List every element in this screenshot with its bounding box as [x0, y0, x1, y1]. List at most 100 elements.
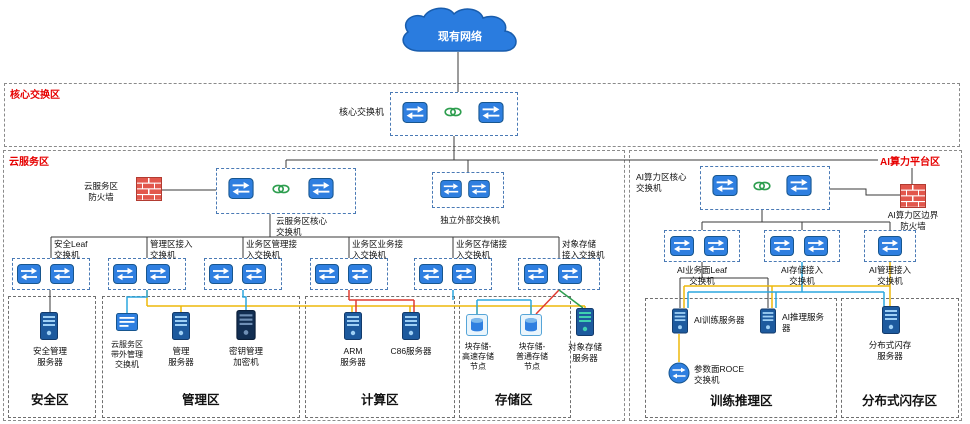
ai-core-switch-group	[700, 166, 830, 210]
compute-zone-name: 计算区	[361, 393, 399, 407]
core-zone-title: 核心交换区	[8, 86, 62, 101]
training-zone-box	[645, 298, 837, 418]
storage-zone-name: 存储区	[495, 393, 533, 407]
ai-infer-server-label: AI推理服务 器	[782, 312, 825, 333]
ai-leaf2-label: AI存储接入 交换机	[780, 265, 824, 286]
cloud-icon	[402, 7, 517, 52]
leaf5-group	[414, 258, 492, 290]
ai-train-server-label: AI训练服务器	[694, 315, 745, 325]
switch-icon	[228, 178, 254, 199]
leaf4-group	[310, 258, 388, 290]
switch-icon	[308, 178, 334, 199]
oob-switch-icon	[116, 313, 138, 331]
cloud-core-switch-label: 云服务区核心 交换机	[276, 216, 328, 237]
security-server-label: 安全管理 服务器	[32, 346, 67, 367]
ai-leaf2-group	[764, 230, 840, 262]
business-links	[348, 289, 560, 315]
training-zone-name: 训练推理区	[710, 394, 773, 408]
external-switch-label: 独立外部交换机	[440, 215, 500, 225]
key-encryptor-icon	[236, 310, 256, 340]
leaf5-label: 业务区存储接 入交换机	[456, 239, 508, 260]
switch-icon	[770, 236, 794, 256]
switch-icon	[704, 236, 728, 256]
roce-switch-icon	[668, 362, 690, 384]
leaf3-label: 业务区管理接 入交换机	[246, 239, 298, 260]
object-storage-server-icon	[576, 308, 594, 336]
object-storage-server-label: 对象存储 服务器	[567, 342, 602, 363]
leaf1-label: 安全Leaf 交换机	[54, 239, 88, 260]
flash-zone-name: 分布式闪存区	[862, 394, 938, 408]
switch-icon	[315, 264, 339, 284]
leaf1-group	[12, 258, 90, 290]
switch-icon	[146, 264, 170, 284]
cloud-zone-title: 云服务区	[7, 153, 51, 168]
switch-icon	[419, 264, 443, 284]
core-zone-box	[4, 83, 960, 147]
core-switch-label: 核心交换机	[338, 107, 384, 117]
link-aggregation-icon	[753, 181, 771, 191]
ai-firewall-label: AI算力区边界 防火墙	[887, 210, 939, 231]
link-aggregation-icon	[444, 107, 462, 117]
arm-server-label: ARM 服务器	[340, 346, 366, 367]
switch-icon	[440, 180, 462, 198]
switch-icon	[468, 180, 490, 198]
leaf2-group	[108, 258, 186, 290]
ai-platform-zone-box	[629, 150, 962, 421]
server-icon	[402, 312, 420, 340]
switch-icon	[209, 264, 233, 284]
normal-storage-label: 块存储- 普通存储 节点	[516, 342, 548, 371]
ai-leaf3-group	[864, 230, 916, 262]
server-icon	[40, 312, 58, 340]
flash-zone-box	[841, 298, 959, 418]
switch-icon	[878, 236, 902, 256]
switch-icon	[348, 264, 372, 284]
compute-zone-box	[305, 296, 455, 418]
key-encryptor-label: 密钥管理 加密机	[228, 346, 263, 367]
security-zone-box	[8, 296, 96, 418]
switch-icon	[524, 264, 548, 284]
firewall-icon	[136, 177, 162, 201]
object-storage-link	[558, 289, 584, 309]
leaf6-label: 对象存储 接入交换机	[562, 239, 605, 260]
ai-leaf1-group	[664, 230, 740, 262]
ai-zone-title: AI算力平台区	[878, 153, 942, 168]
block-storage-icon	[520, 314, 542, 336]
switch-icon	[804, 236, 828, 256]
oob-switch-label: 云服务区 带外管理 交换机	[111, 340, 143, 369]
link-aggregation-icon	[272, 184, 290, 194]
switch-icon	[558, 264, 582, 284]
leaf4-label: 业务区业务接 入交换机	[352, 239, 404, 260]
server-icon	[344, 312, 362, 340]
leaf2-label: 管理区接入 交换机	[150, 239, 193, 260]
switch-icon	[402, 102, 428, 123]
server-icon	[760, 308, 776, 334]
leaf3-group	[204, 258, 282, 290]
switch-icon	[17, 264, 41, 284]
cloud-label: 现有网络	[438, 31, 482, 43]
switch-icon	[478, 102, 504, 123]
mgmt-zone-name: 管理区	[182, 393, 220, 407]
core-switch-group	[390, 92, 518, 136]
cloud-core-switch-group	[216, 168, 356, 214]
cloud-firewall-label: 云服务区 防火墙	[83, 181, 118, 202]
leaf6-group	[518, 258, 600, 290]
ai-leaf1-label: AI业务面Leaf 交换机	[676, 265, 728, 286]
existing-network-cloud: 现有网络	[390, 4, 530, 58]
switch-icon	[50, 264, 74, 284]
security-zone-name: 安全区	[31, 393, 69, 407]
switch-icon	[712, 175, 738, 196]
flash-server-label: 分布式闪存 服务器	[868, 340, 912, 361]
ai-core-switch-label: AI算力区核心 交换机	[636, 172, 687, 193]
switch-icon	[113, 264, 137, 284]
firewall-icon	[900, 184, 926, 208]
c86-server-label: C86服务器	[390, 346, 432, 356]
server-icon	[672, 308, 688, 334]
mgmt-server-label: 管理 服务器	[168, 346, 194, 367]
server-icon	[172, 312, 190, 340]
cloud-service-zone-box	[3, 150, 625, 421]
switch-icon	[452, 264, 476, 284]
flash-server-icon	[882, 306, 900, 334]
management-zone-box	[102, 296, 300, 418]
